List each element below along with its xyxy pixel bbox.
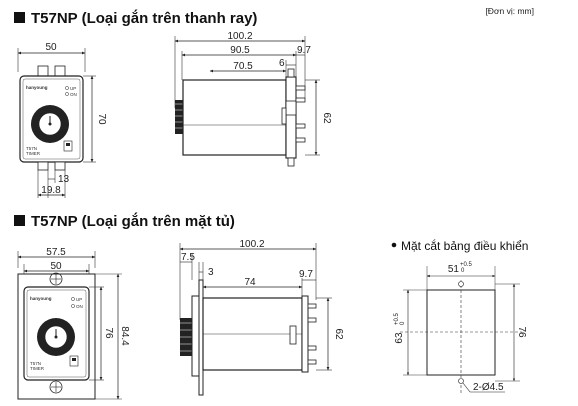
- bullet-square-icon: [14, 12, 25, 23]
- dim-total-length: 100.2: [239, 239, 264, 250]
- dim-inner-width: 50: [50, 261, 62, 272]
- dim-bottom-b: 19.8: [41, 185, 61, 196]
- cut-width-tol-lower: 0: [461, 268, 465, 274]
- model-label: T57N: [26, 146, 37, 151]
- knob-icon: [175, 100, 183, 134]
- dim-outer-width: 57.5: [46, 247, 66, 258]
- cut-height-tol-lower: 0: [400, 321, 406, 325]
- unit-label: [Đơn vị: mm]: [485, 6, 534, 16]
- cut-width: 51: [448, 264, 460, 275]
- dim-height: 70: [96, 113, 107, 125]
- panel-cutout-drawing: Mặt cắt bảng điều khiển 51 +0.5 0 63 +0.…: [391, 238, 528, 394]
- section-title-text: T57NP (Loại gắn trên thanh ray): [31, 10, 258, 27]
- dim-tail: 9.7: [297, 45, 311, 56]
- brand-logo: hanyoung: [26, 85, 48, 90]
- dim-side-height: 62: [333, 328, 344, 340]
- dim-panel-gap: 3: [208, 267, 214, 278]
- dim-tail: 9.7: [299, 269, 313, 280]
- panel-cut-title: Mặt cắt bảng điều khiển: [401, 238, 528, 253]
- cut-height-tol-upper: +0.5: [394, 312, 400, 325]
- type-label: TIMER: [26, 151, 41, 156]
- dim-width: 50: [45, 42, 57, 53]
- dim-outer-height: 84.4: [119, 326, 130, 346]
- dim-flange: 7.5: [181, 252, 195, 263]
- dim-gap: 6: [279, 58, 285, 69]
- bullet-dot-icon: [391, 242, 397, 248]
- dim-inner-length: 70.5: [233, 61, 253, 72]
- cut-height-right: 76: [516, 326, 527, 338]
- side-view-rail-mount: 100.2 90.5 9.7 70.5 6: [174, 31, 332, 167]
- bullet-square-icon: [14, 215, 25, 226]
- section-title-panel-mount: T57NP (Loại gắn trên mặt tủ): [14, 213, 235, 230]
- dim-body-length: 74: [244, 277, 256, 288]
- mount-hole-icon: [458, 378, 464, 384]
- mount-hole-icon: [458, 281, 464, 287]
- dim-body-length: 90.5: [230, 45, 250, 56]
- on-led-label: ON: [70, 92, 77, 97]
- dim-side-height: 62: [321, 112, 332, 124]
- section-title-text: T57NP (Loại gắn trên mặt tủ): [31, 213, 235, 230]
- dim-bottom-a: 13: [58, 174, 70, 185]
- cut-holes-label: 2-Ø4.5: [473, 382, 504, 393]
- brand-logo: hanyoung: [30, 296, 52, 301]
- up-led-label: UP: [70, 86, 76, 91]
- dim-total-length: 100.2: [227, 31, 252, 42]
- dim-inner-height: 76: [103, 327, 114, 339]
- on-led-label: ON: [76, 304, 83, 309]
- cut-height-left: 63: [394, 332, 405, 344]
- front-view-panel-mount: 57.5 50 hanyoung UP ON T57N TIMER 7: [17, 247, 130, 400]
- cut-width-tol-upper: +0.5: [460, 262, 473, 268]
- model-label: T57N: [30, 361, 41, 366]
- type-label: TIMER: [30, 366, 45, 371]
- side-view-panel-mount: 100.2 7.5 3 74 9.7: [179, 239, 344, 396]
- front-view-rail-mount: 50 hanyoung UP ON T57N TIMER 70: [17, 42, 107, 198]
- section-title-rail-mount: T57NP (Loại gắn trên thanh ray): [14, 10, 257, 27]
- up-led-label: UP: [76, 297, 82, 302]
